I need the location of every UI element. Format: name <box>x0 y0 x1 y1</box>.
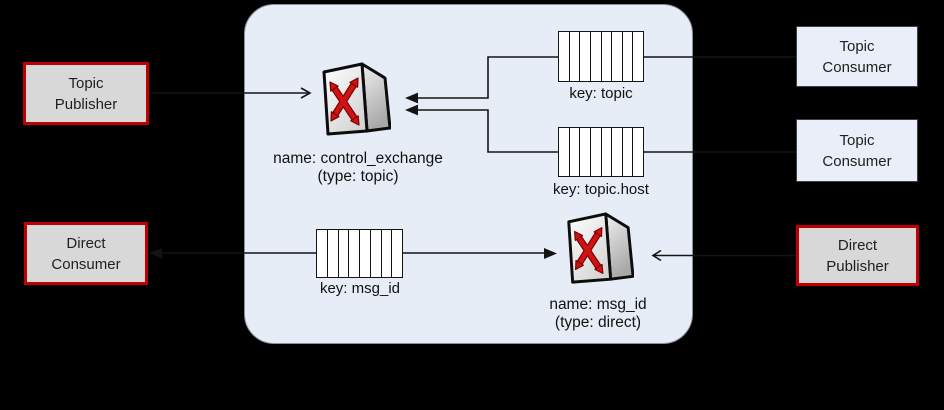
node-label: Direct <box>837 236 878 254</box>
node-label: Topic <box>839 37 875 55</box>
queue-slot <box>600 128 612 176</box>
queue-slot <box>621 32 633 81</box>
exchange-type: (type: direct) <box>554 314 642 331</box>
control-exchange-label: name: control_exchange (type: topic) <box>273 150 443 186</box>
queue-topic-host-icon <box>558 127 644 177</box>
queue-topic-label: key: topic <box>569 85 633 102</box>
queue-slot <box>600 32 612 81</box>
queue-slot <box>369 230 381 277</box>
queue-slot <box>611 32 622 81</box>
connector-topichost-queue-to-exchange <box>418 109 558 153</box>
queue-slot <box>337 230 349 277</box>
queue-msg-id-label: key: msg_id <box>319 280 401 297</box>
topic-exchange-icon <box>322 62 391 136</box>
queue-slot <box>621 128 633 176</box>
filled-arrowhead-icon <box>405 104 418 116</box>
connector-topic-queue-to-exchange <box>418 56 558 99</box>
queue-slot <box>579 32 590 81</box>
queue-slot <box>317 230 327 277</box>
node-label: Publisher <box>826 257 889 275</box>
node-label: Consumer <box>822 152 892 170</box>
queue-msg-id-icon <box>316 229 403 278</box>
node-topic-consumer-1: Topic Consumer <box>796 26 918 87</box>
node-label: Publisher <box>54 95 118 113</box>
filled-arrowhead-icon <box>149 248 162 259</box>
node-label: Consumer <box>51 255 121 273</box>
queue-slot <box>359 230 370 277</box>
queue-slot <box>589 32 601 81</box>
filled-arrowhead-icon <box>405 92 418 104</box>
open-arrowhead-icon <box>651 249 662 262</box>
exchange-name: name: msg_id <box>549 296 647 313</box>
queue-slot <box>611 128 622 176</box>
direct-exchange-icon <box>567 212 634 284</box>
queue-slot <box>632 32 643 81</box>
queue-slot <box>559 32 569 81</box>
queue-slot <box>568 128 580 176</box>
exchange-type: (type: topic) <box>317 168 399 185</box>
exchange-name: name: control_exchange <box>273 150 443 167</box>
node-label: Topic <box>839 131 875 149</box>
queue-slot <box>348 230 359 277</box>
node-label: Topic <box>68 74 104 92</box>
queue-slot <box>559 128 569 176</box>
node-label: Direct <box>66 234 106 252</box>
node-topic-consumer-2: Topic Consumer <box>796 119 918 182</box>
queue-slot <box>380 230 392 277</box>
filled-arrowhead-icon <box>544 248 557 259</box>
queue-slot <box>391 230 402 277</box>
node-direct-consumer: Direct Consumer <box>24 222 148 285</box>
queue-slot <box>568 32 580 81</box>
node-label: Consumer <box>822 58 892 76</box>
queue-slot <box>579 128 590 176</box>
node-topic-publisher: Topic Publisher <box>23 62 149 125</box>
queue-topic-icon <box>558 31 644 82</box>
queue-slot <box>589 128 601 176</box>
msg-id-exchange-label: name: msg_id (type: direct) <box>549 296 646 332</box>
queue-topic-host-label: key: topic.host <box>553 181 649 198</box>
open-arrowhead-icon <box>300 87 312 99</box>
queue-slot <box>326 230 338 277</box>
node-direct-publisher: Direct Publisher <box>796 225 919 286</box>
queue-slot <box>632 128 643 176</box>
